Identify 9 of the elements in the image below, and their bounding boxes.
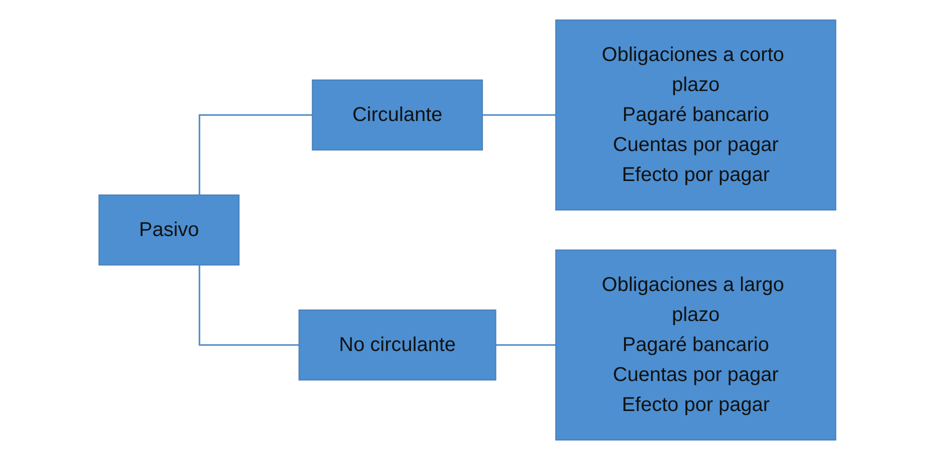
connector: [198, 114, 312, 195]
connector: [494, 344, 556, 346]
node-box: Obligaciones a corto plazo Pagaré bancario Cuentas por pagar Efecto por pagar: [554, 20, 836, 210]
connector: [481, 114, 556, 116]
connector: [198, 265, 299, 346]
node-box: Circulante: [312, 80, 483, 150]
node-box: No circulante: [298, 310, 496, 380]
node-box: Pasivo: [98, 194, 240, 266]
node-box: Obligaciones a largo plazo Pagaré bancario Cuentas por pagar Efecto por pagar: [554, 250, 836, 440]
